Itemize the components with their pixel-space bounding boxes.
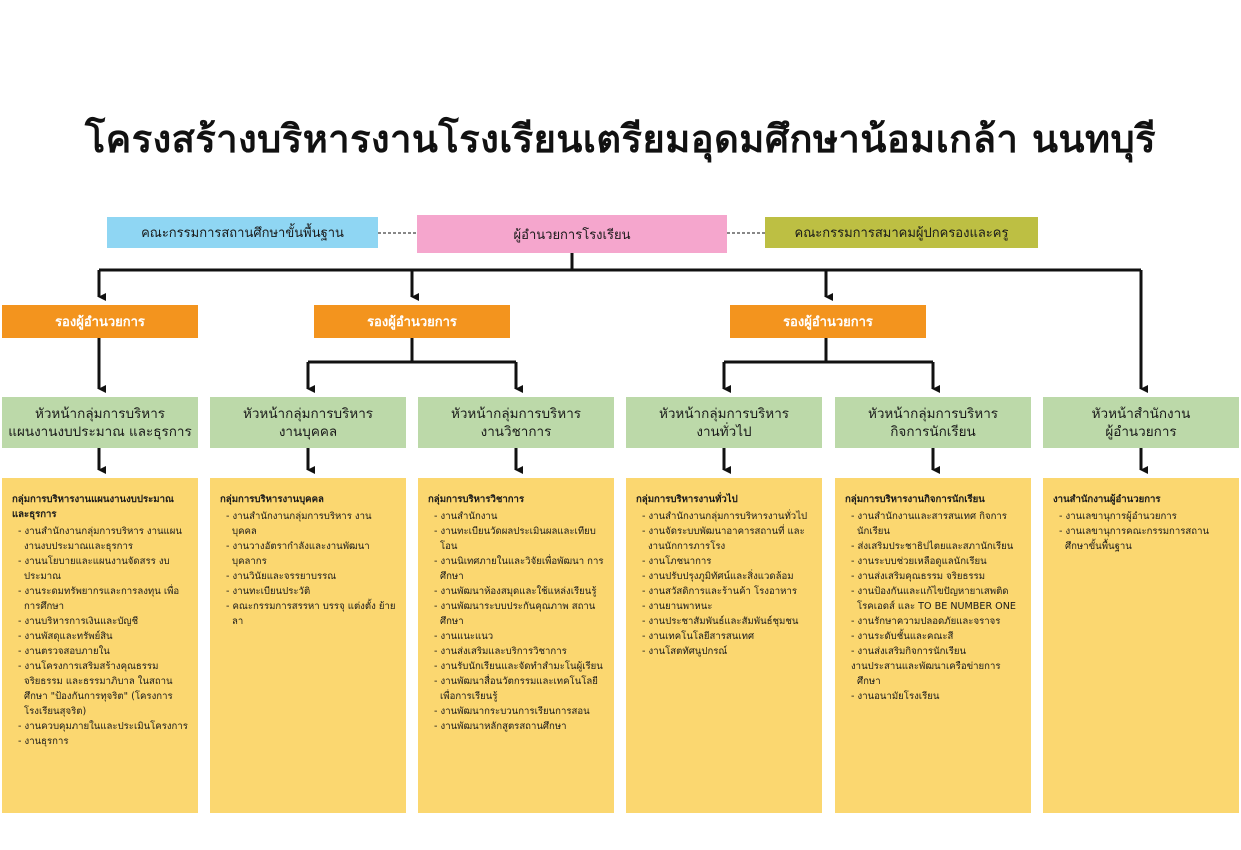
parent-teacher-association-box: คณะกรรมการสมาคมผู้ปกครองและครู	[765, 217, 1038, 248]
list-item: - งานทะเบียนวัดผลประเมินผลและเทียบโอน	[434, 526, 596, 552]
list-item: - งานวินัยและจรรยาบรรณ	[226, 571, 337, 582]
list-item: - ส่งเสริมประชาธิปไตยและสภานักเรียน	[851, 541, 1014, 552]
head-line: หัวหน้าสำนักงาน	[1091, 405, 1191, 422]
list-item: - งานสำนักงานและสารสนเทศ กิจการนักเรียน	[851, 511, 1007, 537]
list-item: - งานส่งเสริมและบริการวิชาการ	[434, 646, 567, 657]
list-item: - งานแนะแนว	[434, 631, 494, 642]
detail-student-affairs-box: กลุ่มการบริหารงานกิจการนักเรียน - งานสำนั…	[835, 478, 1031, 813]
list-item: - งานสวัสดิการและร้านค้า โรงอาหาร	[642, 586, 797, 597]
list-item: - งานประชาสัมพันธ์และสัมพันธ์ชุมชน	[642, 616, 799, 627]
list-item: - งานโสตทัศนูปกรณ์	[642, 646, 728, 657]
deputy-director-box: รองผู้อำนวยการ	[730, 305, 926, 338]
head-line: หัวหน้ากลุ่มการบริหาร	[658, 405, 790, 422]
head-line: งานบุคคล	[278, 423, 338, 440]
list-item: - งานบริหารการเงินและบัญชี	[18, 616, 139, 627]
head-line: หัวหน้ากลุ่มการบริหาร	[867, 405, 999, 422]
detail-title: กลุ่มการบริหารวิชาการ	[428, 494, 525, 505]
list-item: - งานธุรการ	[18, 736, 69, 747]
head-student-affairs-box: หัวหน้ากลุ่มการบริหาร กิจการนักเรียน	[835, 397, 1031, 448]
head-budget-box: หัวหน้ากลุ่มการบริหาร แผนงานงบประมาณ และ…	[2, 397, 198, 448]
head-director-office-box: หัวหน้าสำนักงาน ผู้อำนวยการ	[1043, 397, 1239, 448]
detail-budget-box: กลุ่มการบริหารงานแผนงานงบประมาณและธุรการ…	[2, 478, 198, 813]
list-item: - งานโครงการเสริมสร้างคุณธรรม จริยธรรม แ…	[18, 661, 173, 717]
basic-education-committee-box: คณะกรรมการสถานศึกษาขั้นพื้นฐาน	[107, 217, 378, 248]
head-line: ผู้อำนวยการ	[1105, 423, 1177, 440]
list-item: - งานระบบช่วยเหลือดูแลนักเรียน	[851, 556, 987, 567]
list-item: - งานวางอัตรากำลังและงานพัฒนาบุคลากร	[226, 541, 370, 567]
list-item: - งานพัฒนากระบวนการเรียนการสอน	[434, 706, 590, 717]
list-item: - งานเทคโนโลยีสารสนเทศ	[642, 631, 755, 642]
detail-academic-box: กลุ่มการบริหารวิชาการ - งานสำนักงาน - งานท…	[418, 478, 614, 813]
list-item: - งานจัดระบบพัฒนาอาคารสถานที่ และงานนักก…	[642, 526, 805, 552]
head-general-box: หัวหน้ากลุ่มการบริหาร งานทั่วไป	[626, 397, 822, 448]
detail-title: งานสำนักงานผู้อำนวยการ	[1053, 494, 1161, 505]
head-line: หัวหน้ากลุ่มการบริหาร	[450, 405, 582, 422]
school-director-box: ผู้อำนวยการโรงเรียน	[417, 215, 727, 253]
detail-director-office-box: งานสำนักงานผู้อำนวยการ - งานเลขานุการผู้อ…	[1043, 478, 1239, 813]
head-line: แผนงานงบประมาณ และธุรการ	[8, 423, 192, 440]
list-item: - งานสำนักงาน	[434, 511, 498, 522]
detail-list: - งานสำนักงานกลุ่มการบริหาร งานแผนงานงบป…	[12, 524, 188, 749]
detail-title: กลุ่มการบริหารงานแผนงานงบประมาณและธุรการ	[12, 494, 174, 520]
detail-list: - งานสำนักงานและสารสนเทศ กิจการนักเรียน -…	[845, 509, 1021, 704]
list-item: - งานเลขานุการผู้อำนวยการ	[1059, 511, 1177, 522]
list-item: - งานโภชนาการ	[642, 556, 712, 567]
list-item: - งานส่งเสริมคุณธรรม จริยธรรม	[851, 571, 986, 582]
list-item: - งานส่งเสริมกิจการนักเรียน	[851, 646, 967, 657]
head-line: กิจการนักเรียน	[890, 423, 976, 440]
list-item: - งานระดมทรัพยากรและการลงทุน เพื่อการศึก…	[18, 586, 180, 612]
list-item: - งานควบคุมภายในและประเมินโครงการ	[18, 721, 188, 732]
detail-title: กลุ่มการบริหารงานบุคคล	[220, 494, 324, 505]
list-item: - งานตรวจสอบภายใน	[18, 646, 110, 657]
list-item: - งานพัฒนาระบบประกันคุณภาพ สถานศึกษา	[434, 601, 596, 627]
list-item: - งานเลขานุการคณะกรรมการสถานศึกษาขั้นพื้…	[1059, 526, 1210, 552]
head-line: งานทั่วไป	[696, 423, 752, 440]
list-item: งานประสานและพัฒนาเครือข่ายการศึกษา	[851, 661, 1001, 687]
head-line: งานวิชาการ	[480, 423, 552, 440]
detail-title: กลุ่มการบริหารงานกิจการนักเรียน	[845, 494, 985, 505]
head-academic-box: หัวหน้ากลุ่มการบริหาร งานวิชาการ	[418, 397, 614, 448]
detail-list: - งานเลขานุการผู้อำนวยการ - งานเลขานุการค…	[1053, 509, 1229, 554]
list-item: - งานพัสดุและทรัพย์สิน	[18, 631, 113, 642]
list-item: - งานทะเบียนประวัติ	[226, 586, 311, 597]
detail-list: - งานสำนักงานกลุ่มการบริหารงานทั่วไป - งา…	[636, 509, 812, 659]
list-item: - งานสำนักงานกลุ่มการบริหารงานทั่วไป	[642, 511, 808, 522]
list-item: - งานพัฒนาห้องสมุดและใช้แหล่งเรียนรู้	[434, 586, 597, 597]
page-title: โครงสร้างบริหารงานโรงเรียนเตรียมอุดมศึกษ…	[84, 117, 1157, 161]
list-item: - งานระดับชั้นและคณะสี	[851, 631, 954, 642]
list-item: - งานยานพาหนะ	[642, 601, 713, 612]
deputy-director-box: รองผู้อำนวยการ	[314, 305, 510, 338]
detail-title: กลุ่มการบริหารงานทั่วไป	[636, 494, 738, 505]
list-item: - งานสำนักงานกลุ่มการบริหาร งานบุคคล	[226, 511, 372, 537]
list-item: - งานพัฒนาหลักสูตรสถานศึกษา	[434, 721, 567, 732]
list-item: - งานอนามัยโรงเรียน	[851, 691, 940, 702]
deputy-director-box: รองผู้อำนวยการ	[2, 305, 198, 338]
detail-list: - งานสำนักงานกลุ่มการบริหาร งานบุคคล - งา…	[220, 509, 396, 629]
head-personnel-box: หัวหน้ากลุ่มการบริหาร งานบุคคล	[210, 397, 406, 448]
list-item: - งานป้องกันและแก้ไขปัญหายาเสพติด โรคเอด…	[851, 586, 1016, 612]
list-item: - งานรักษาความปลอดภัยและจราจร	[851, 616, 1001, 627]
list-item: - งานรับนักเรียนและจัดทำสำมะโนผู้เรียน	[434, 661, 603, 672]
head-line: หัวหน้ากลุ่มการบริหาร	[242, 405, 374, 422]
list-item: - งานนโยบายและแผนงานจัดสรร งบประมาณ	[18, 556, 170, 582]
head-line: หัวหน้ากลุ่มการบริหาร	[34, 405, 166, 422]
list-item: - งานนิเทศภายในและวิจัยเพื่อพัฒนา การศึก…	[434, 556, 604, 582]
list-item: - งานปรับปรุงภูมิทัศน์และสิ่งแวดล้อม	[642, 571, 794, 582]
detail-personnel-box: กลุ่มการบริหารงานบุคคล - งานสำนักงานกลุ่ม…	[210, 478, 406, 813]
detail-general-box: กลุ่มการบริหารงานทั่วไป - งานสำนักงานกลุ่…	[626, 478, 822, 813]
list-item: - คณะกรรมการสรรหา บรรจุ แต่งตั้ง ย้าย ลา	[226, 601, 396, 627]
list-item: - งานพัฒนาสื่อนวัตกรรมและเทคโนโลยี เพื่อ…	[434, 676, 598, 702]
list-item: - งานสำนักงานกลุ่มการบริหาร งานแผนงานงบป…	[18, 526, 182, 552]
detail-list: - งานสำนักงาน - งานทะเบียนวัดผลประเมินผลแ…	[428, 509, 604, 734]
